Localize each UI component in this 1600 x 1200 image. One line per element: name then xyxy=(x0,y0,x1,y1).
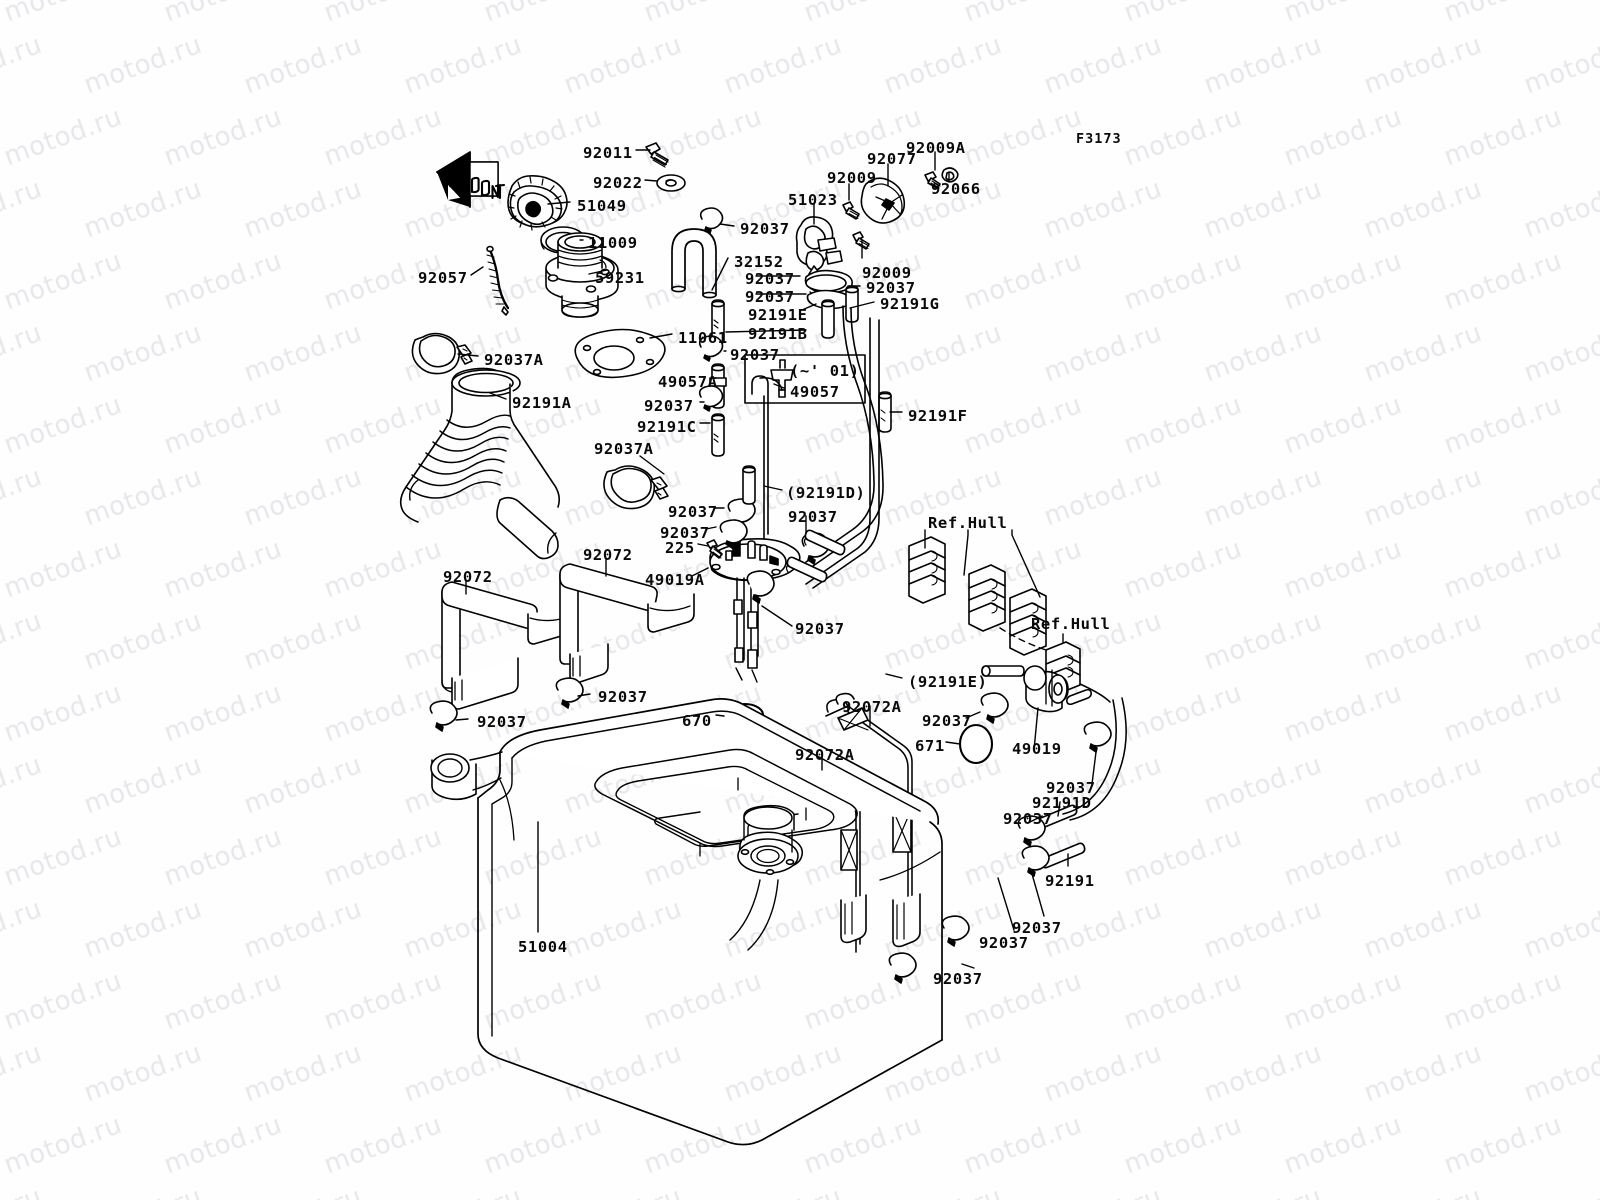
fuel-line-routing xyxy=(751,305,884,589)
part-label-92066: 92066 xyxy=(931,180,981,198)
front-direction-marker xyxy=(436,151,506,208)
part-label-59231: 59231 xyxy=(595,269,645,287)
part-label-92037-t7: 92037 xyxy=(788,508,838,526)
part-label-51004: 51004 xyxy=(518,938,568,956)
fuel-line-right-lower xyxy=(1062,683,1127,821)
part-label-92037-t5: 92037 xyxy=(644,397,694,415)
part-92066-nut xyxy=(941,167,959,183)
part-label-92191g: 92191G xyxy=(880,295,940,313)
part-label-49057a: 49057A xyxy=(658,373,718,391)
part-label-92037-t6: 92037 xyxy=(866,279,916,297)
part-92011-bolt xyxy=(645,142,669,168)
clip-group-center xyxy=(698,207,727,457)
diagram-code: F3173 xyxy=(1076,131,1122,147)
part-label-51049: 51049 xyxy=(577,197,627,215)
part-label-92037-t15: 92037 xyxy=(979,934,1029,952)
part-label-51023: 51023 xyxy=(788,191,838,209)
part-label-49019: 49019 xyxy=(1012,740,1062,758)
part-label-92037-t11: 92037 xyxy=(922,712,972,730)
part-92191e-hose-top xyxy=(821,299,835,339)
part-51023-valve xyxy=(795,216,854,310)
part-label-92077: 92077 xyxy=(867,150,917,168)
part-label-92191: 92191 xyxy=(1045,872,1095,890)
part-label-92022: 92022 xyxy=(593,174,643,192)
part-label-92057: 92057 xyxy=(418,269,468,287)
part-label-92191d: 92191D xyxy=(1032,794,1092,812)
part-label-92191b: 92191B xyxy=(748,325,808,343)
part-label-92072-left: 92072 xyxy=(443,568,493,586)
part-label-670: 670 xyxy=(682,712,712,730)
part-92022-washer xyxy=(656,174,686,192)
part-92191f-hose xyxy=(878,391,892,433)
part-label-49057: 49057 xyxy=(790,383,840,401)
part-label-92072-right: 92072 xyxy=(583,546,633,564)
part-label-92011: 92011 xyxy=(583,144,633,162)
part-92072-strap-right xyxy=(559,563,695,684)
part-label-671: 671 xyxy=(915,737,945,755)
part-label-92037a-upper: 92037A xyxy=(484,351,544,369)
ref-hull-label-1: Ref.Hull xyxy=(928,514,1008,532)
ref-hull-label-2: Ref.Hull xyxy=(1031,615,1111,633)
part-225-screw xyxy=(706,539,723,559)
part-label-92191f: 92191F xyxy=(908,407,968,425)
part-label-92037-strap-a: 92037 xyxy=(598,688,648,706)
part-label-92191d-paren: (92191D) xyxy=(786,484,866,502)
part-label-92037-t3: 92037 xyxy=(745,288,795,306)
part-label-92037-t13: 92037 xyxy=(1003,810,1053,828)
part-92009a-bolt xyxy=(924,171,941,189)
part-label-92037-strap-b: 92037 xyxy=(477,713,527,731)
part-11061-plate xyxy=(574,328,666,379)
part-label-49019a: 49019A xyxy=(645,571,705,589)
part-label-92037a-lower: 92037A xyxy=(594,440,654,458)
clip-group-filter xyxy=(980,692,1112,753)
part-label-32152: 32152 xyxy=(734,253,784,271)
part-92072a-strap-upper xyxy=(825,692,921,948)
part-label-92037-t4: 92037 xyxy=(730,346,780,364)
part-51049-fuel-cap xyxy=(507,175,568,231)
part-label-92037-t12: 92037 xyxy=(1046,779,1096,797)
part-label-225: 225 xyxy=(665,539,695,557)
part-label-92191e-paren: (92191E) xyxy=(908,673,988,691)
part-92191a-flexible-hose xyxy=(399,367,560,560)
part-label-92037-t16: 92037 xyxy=(933,970,983,988)
part-label-92072a-upper: 92072A xyxy=(842,698,902,716)
part-label-92037-t9: 92037 xyxy=(660,524,710,542)
part-label-92037-t14: 92037 xyxy=(1012,919,1062,937)
part-label-92191c: 92191C xyxy=(637,418,697,436)
part-51004-fuel-tank xyxy=(430,698,943,1146)
part-92037a-clamp-lower xyxy=(603,465,669,510)
part-label-92191a: 92191A xyxy=(512,394,572,412)
ref-hull-clip-blocks xyxy=(908,529,1065,666)
clip-group-bottom-right xyxy=(1017,815,1050,877)
part-49019a-sender-assembly xyxy=(709,536,801,683)
part-92191e-hose-right xyxy=(981,665,1025,677)
inset-year-note: (~' 01) xyxy=(790,362,860,380)
leader-lines xyxy=(455,149,1097,969)
part-label-92009a: 92009A xyxy=(906,139,966,157)
part-label-92037-t8: 92037 xyxy=(668,503,718,521)
part-label-92009-mid: 92009 xyxy=(862,264,912,282)
part-label-92037-t10: 92037 xyxy=(795,620,845,638)
clip-group-bottom xyxy=(888,915,970,984)
part-label-92191e-top: 92191E xyxy=(748,306,808,324)
part-label-92037-t2: 92037 xyxy=(745,270,795,288)
part-92191d-hoses-center xyxy=(742,465,846,583)
part-label-92009-top: 92009 xyxy=(827,169,877,187)
part-label-92072a-lower: 92072A xyxy=(795,746,855,764)
part-92037a-clamp-upper xyxy=(411,332,473,375)
part-label-11009: 11009 xyxy=(588,234,638,252)
clip-group-straps xyxy=(429,677,584,732)
part-label-92037-t1: 92037 xyxy=(740,220,790,238)
part-92057-cap-tether xyxy=(486,245,510,316)
part-49019-fuel-filter xyxy=(1023,665,1092,713)
part-label-11061: 11061 xyxy=(678,329,728,347)
part-59231-filler-neck xyxy=(545,232,619,318)
part-32152-tube xyxy=(671,228,717,299)
